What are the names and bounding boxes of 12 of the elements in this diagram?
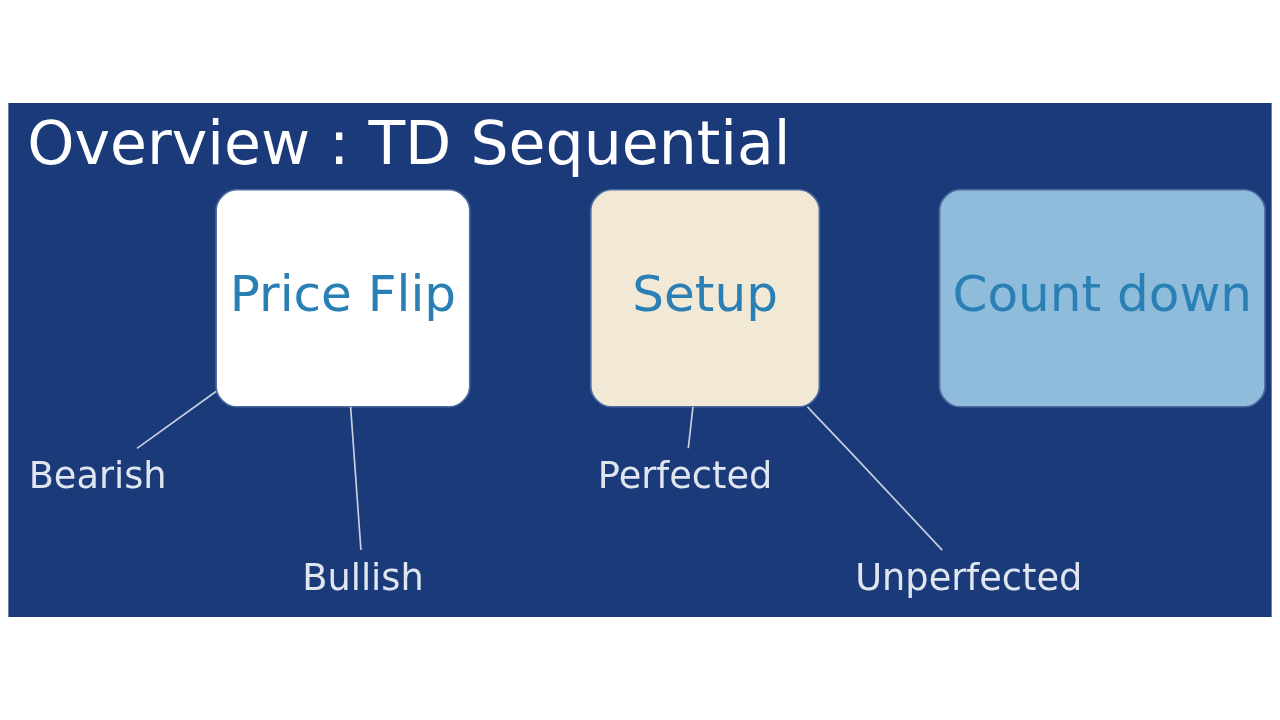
node-text: Bullish — [302, 555, 424, 599]
node-box: Price Flip — [215, 188, 471, 408]
node-box: Count down — [938, 188, 1266, 408]
diagram-title: Overview : TD Sequential — [27, 108, 791, 179]
node-text: Perfected — [597, 453, 773, 497]
node-box: Setup — [589, 188, 821, 408]
connector — [806, 406, 944, 551]
connector — [687, 406, 694, 449]
connector — [349, 406, 362, 551]
node-text: Unperfected — [855, 555, 1083, 599]
connector — [136, 390, 217, 450]
node-text: Bearish — [28, 453, 167, 497]
